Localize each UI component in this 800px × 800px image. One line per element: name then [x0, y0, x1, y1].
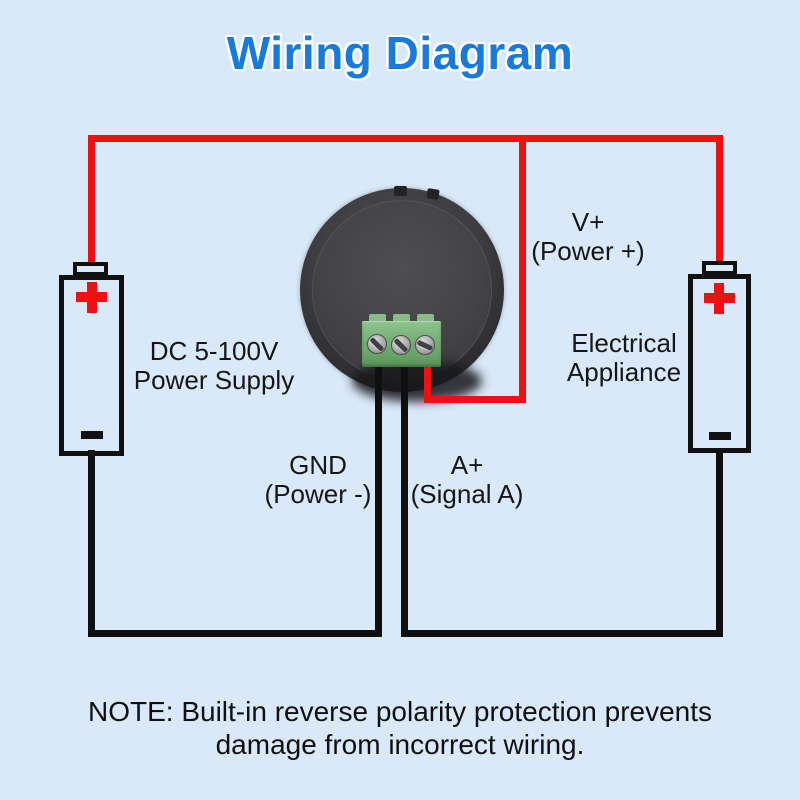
- label-appliance: Electrical Appliance: [539, 329, 709, 387]
- terminal-screw-aplus: [391, 335, 411, 355]
- label-power-supply-line2: Power Supply: [133, 365, 295, 395]
- wire-red-terminal-vplus: [424, 360, 431, 403]
- device-bottom-shadow: [352, 360, 482, 402]
- label-v-plus-line1: V+: [571, 207, 605, 237]
- wire-black-terminal-gnd: [375, 360, 382, 637]
- label-gnd: GND (Power -): [238, 451, 398, 509]
- plus-symbol: [87, 282, 97, 313]
- terminal-screw-vplus: [415, 335, 435, 355]
- screw-slot-icon: [416, 339, 434, 351]
- terminal-screw-gnd: [367, 334, 387, 354]
- note-text: NOTE: Built-in reverse polarity protecti…: [0, 695, 800, 761]
- terminal-tab: [417, 314, 434, 323]
- wire-red-elbow-horizontal: [424, 396, 526, 403]
- minus-symbol: [709, 432, 731, 440]
- plus-symbol: [714, 283, 724, 314]
- screw-slot-icon: [393, 338, 409, 353]
- wire-black-power-supply-down: [88, 450, 95, 637]
- wire-red-drop-to-power-supply: [88, 135, 95, 263]
- wire-red-top-bus: [88, 135, 723, 142]
- label-a-plus: A+ (Signal A): [387, 451, 547, 509]
- wire-red-drop-mid: [519, 135, 526, 403]
- note-line1: NOTE: Built-in reverse polarity protecti…: [87, 696, 713, 727]
- label-gnd-line1: GND: [289, 450, 347, 480]
- label-appliance-line2: Appliance: [566, 357, 682, 387]
- label-power-supply-line1: DC 5-100V: [149, 336, 279, 366]
- device-rim-notch-icon: [426, 188, 440, 200]
- terminal-tab: [393, 314, 410, 323]
- label-v-plus-line2: (Power +): [531, 236, 645, 266]
- appliance-terminal-cap: [702, 261, 737, 275]
- device-rim-notch-icon: [394, 186, 407, 196]
- label-power-supply: DC 5-100V Power Supply: [129, 337, 299, 395]
- power-supply-terminal-cap: [73, 262, 108, 276]
- label-v-plus: V+ (Power +): [508, 208, 668, 266]
- minus-symbol: [81, 431, 103, 439]
- appliance-battery: [688, 274, 751, 453]
- label-appliance-line1: Electrical: [571, 328, 677, 358]
- wire-black-bottom-right: [401, 630, 723, 637]
- wire-black-bottom-left: [88, 630, 382, 637]
- terminal-tab: [369, 314, 386, 323]
- wire-black-appliance-down: [716, 450, 723, 637]
- wire-red-drop-to-appliance: [716, 135, 723, 262]
- wire-black-terminal-aplus: [401, 360, 408, 637]
- page-title: Wiring Diagram: [226, 27, 574, 79]
- label-a-plus-line2: (Signal A): [410, 479, 524, 509]
- power-supply-battery: [59, 275, 124, 456]
- note-line2: damage from incorrect wiring.: [215, 729, 585, 760]
- label-gnd-line2: (Power -): [264, 479, 372, 509]
- label-a-plus-line1: A+: [450, 450, 484, 480]
- screw-slot-icon: [369, 337, 385, 352]
